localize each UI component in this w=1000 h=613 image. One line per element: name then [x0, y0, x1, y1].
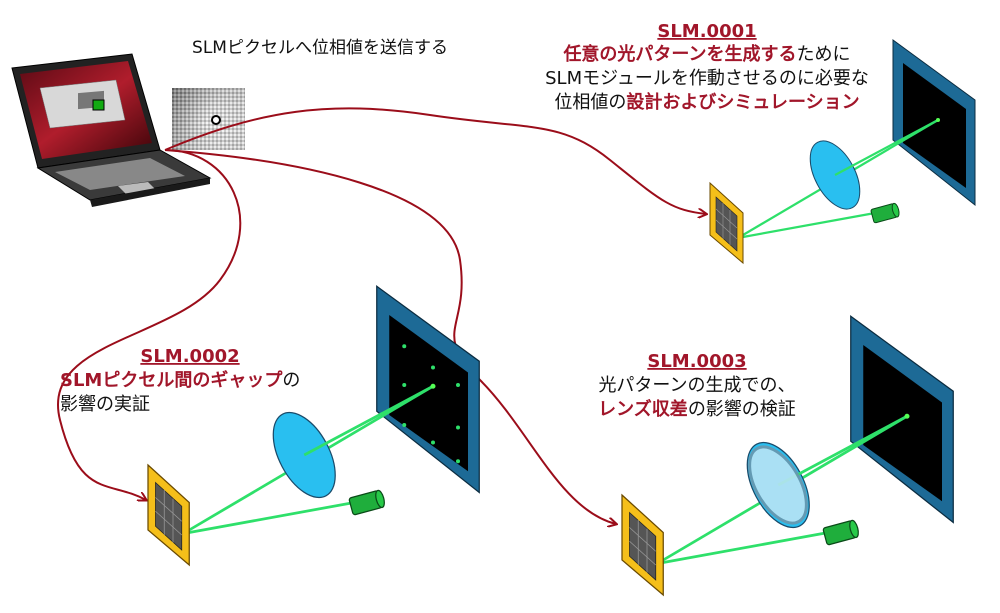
slm0003-line2-black: の影響の検証 [688, 399, 796, 420]
diffraction-dots [402, 344, 460, 464]
top-label: SLMピクセルへ位相値を送信する [192, 38, 448, 58]
slm0001-line3-red: 設計およびシミュレーション [626, 91, 859, 113]
slm0002-caption: SLM.0002 SLMピクセル間のギャップの 影響の実証 [60, 346, 300, 415]
slm0001-caption: SLM.0001 任意の光パターンを生成するために SLMモジュールを作動させる… [545, 21, 869, 113]
svg-text:SLMピクセル間のギャップの: SLMピクセル間のギャップの [60, 369, 300, 391]
slm0003-id: SLM.0003 [647, 351, 746, 372]
slm0002-line1-red: SLMピクセル間のギャップ [60, 369, 283, 391]
slm0003-line2-red: レンズ収差 [598, 398, 688, 420]
slm0001-id: SLM.0001 [657, 21, 756, 42]
optical-setup-slm0002 [146, 284, 481, 567]
slm0002-id: SLM.0002 [140, 346, 239, 367]
slm0003-line1: 光パターンの生成での、 [598, 375, 795, 396]
slm0002-line2: 影響の実証 [60, 394, 150, 415]
svg-text:任意の光パターンを生成するために: 任意の光パターンを生成するために [562, 43, 850, 65]
arrow-to-slm0002 [57, 149, 242, 500]
slm0003-caption: SLM.0003 光パターンの生成での、 レンズ収差の影響の検証 [598, 351, 796, 420]
slm0001-line1-red: 任意の光パターンを生成する [562, 43, 796, 65]
svg-text:レンズ収差の影響の検証: レンズ収差の影響の検証 [598, 398, 796, 420]
slm0001-line3-black: 位相値の [554, 92, 626, 113]
laptop-illustration [11, 53, 212, 207]
slm0002-line1-black: の [282, 370, 300, 391]
slm0001-line1-black: ために [797, 44, 851, 65]
aberrated-lens [748, 445, 808, 525]
arrow-to-slm0001 [164, 107, 706, 214]
svg-text:位相値の設計およびシミュレーション: 位相値の設計およびシミュレーション [554, 91, 859, 113]
slm0001-line2: SLMモジュールを作動させるのに必要な [545, 68, 869, 89]
arrow-to-slm0003 [164, 149, 616, 524]
